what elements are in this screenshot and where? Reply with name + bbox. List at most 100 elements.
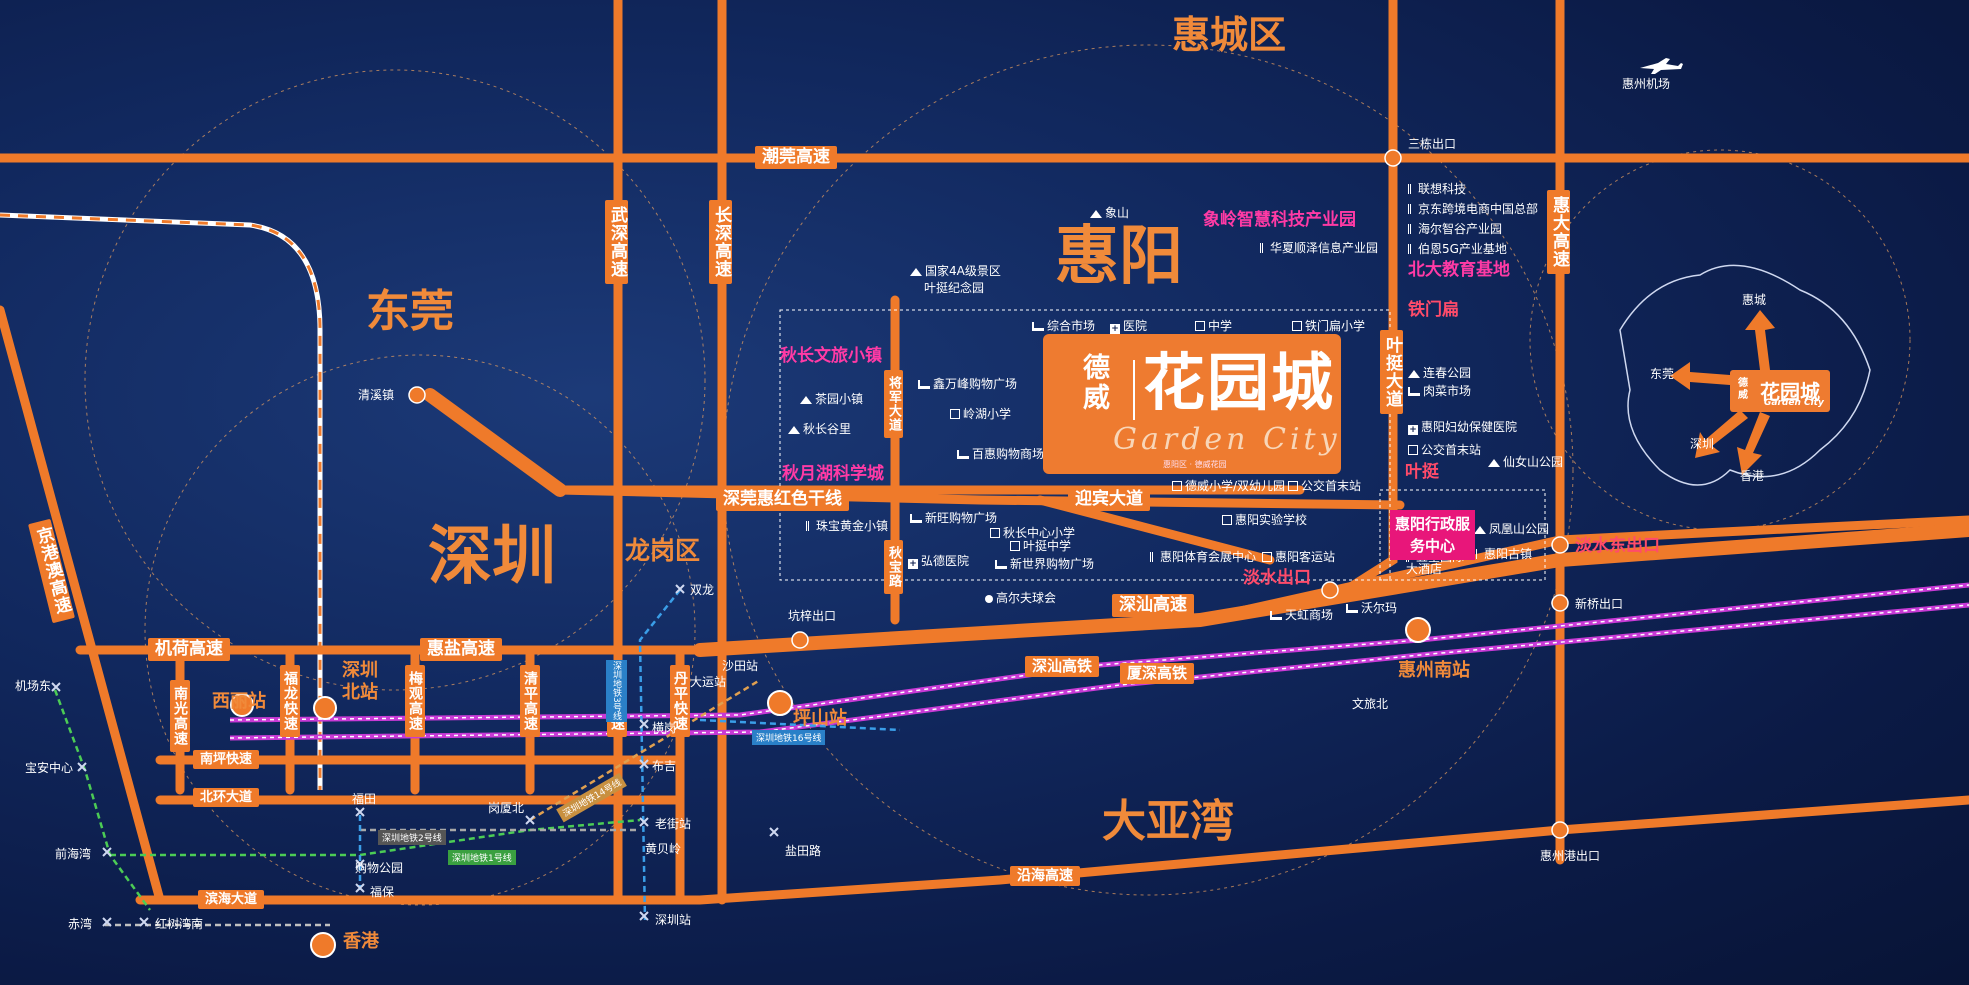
poi-walmart: 沃尔玛: [1346, 602, 1397, 614]
exit-danshuidong-icon: [1551, 536, 1569, 554]
poi-dewei-xx: 德威小学/双幼儿园: [1172, 480, 1285, 492]
building-icon: [1474, 549, 1481, 559]
golf-icon: [985, 595, 993, 603]
road-label-xiashen-hsr: 厦深高铁: [1120, 663, 1195, 684]
metro-shuanglong-icon: [675, 584, 685, 594]
road-label-shenshan-hsr: 深汕高铁: [1025, 656, 1100, 677]
poi-zonghe: 综合市场: [1032, 320, 1095, 332]
road-label-binhai: 滨海大道: [198, 890, 265, 909]
poi-roucai: 肉菜市场: [1408, 385, 1471, 397]
road-yanhai: [135, 795, 1969, 905]
poi-guojia4a: 国家4A级景区: [910, 265, 1001, 277]
school-icon: [1222, 515, 1232, 525]
brand-separator: [1133, 360, 1135, 420]
highlight-qiuchang: 秋长文旅小镇: [780, 346, 882, 366]
building-icon: [1408, 244, 1415, 254]
road-label-yingbin: 迎宾大道: [1068, 488, 1150, 511]
station-yantian: 盐田路: [785, 844, 822, 858]
poi-shiyan: 惠阳实验学校: [1222, 514, 1307, 526]
poi-jd: 京东跨境电商中国总部: [1408, 203, 1538, 215]
station-huizhou-south: 惠州南站: [1398, 660, 1470, 681]
poi-xinwanfeng: 鑫万峰购物广场: [918, 378, 1017, 390]
mountain-icon: [1090, 210, 1102, 218]
school-icon: [1292, 321, 1302, 331]
station-hongkong: 香港: [343, 931, 379, 952]
road-label-nanguang: 南光高速: [170, 680, 190, 752]
station-wenlubei: 文旅北: [1352, 697, 1389, 711]
mountain-icon: [788, 426, 800, 434]
shopping-icon: [1346, 604, 1358, 613]
bus-icon: [1262, 552, 1272, 562]
metro-tag-1: 深圳地铁1号线: [448, 850, 516, 865]
highlight-danshui: 淡水出口: [1243, 568, 1311, 588]
building-icon: [806, 521, 813, 531]
region-dongguan: 东莞: [366, 286, 454, 337]
station-chiwan: 赤湾: [68, 917, 93, 931]
station-dayun: 大运站: [690, 675, 727, 689]
station-pingshan-icon: [767, 690, 793, 716]
station-gangxiabei: 岗厦北: [488, 801, 525, 815]
highlight-danshuidong: 淡水东出口: [1575, 536, 1660, 556]
region-huicheng: 惠城区: [1172, 13, 1287, 57]
bus-icon: [1408, 445, 1418, 455]
gov-service-center: 惠阳行政服务中心: [1390, 510, 1475, 560]
exit-kengzi-icon: [791, 631, 809, 649]
metro-chiwan-icon: [102, 917, 112, 927]
brand-tag: 惠阳区 · 德威花园: [1163, 460, 1227, 469]
inset-dongguan: 东莞: [1650, 367, 1675, 381]
exit-huizhougang: 惠州港出口: [1540, 849, 1601, 863]
poi-yeting-ji: 叶挺纪念园: [924, 281, 985, 295]
station-shenzhen-north: 深圳北站: [342, 660, 378, 703]
hospital-icon: +: [1408, 425, 1418, 435]
poi-boen: 伯恩5G产业基地: [1408, 243, 1507, 255]
park-icon: [1488, 459, 1500, 467]
station-henggang: 横岗: [652, 721, 677, 735]
airport-plane-icon: [1640, 58, 1683, 74]
road-label-qiubao: 秋宝路: [884, 540, 903, 594]
inset-brand-en: Garden City: [1764, 398, 1824, 408]
metro-gouwu-icon: [355, 859, 365, 869]
metro-qianhaiwan-icon: [102, 847, 112, 857]
poi-xiangshan: 象山: [1090, 207, 1129, 219]
road-label-chaoguan: 潮莞高速: [755, 146, 837, 169]
road-label-qingping: 清平高速: [520, 665, 540, 737]
metro-line-1: [110, 818, 641, 857]
highlight-xiangling: 象岭智慧科技产业园: [1203, 210, 1356, 230]
highlight-beida: 北大教育基地: [1408, 260, 1510, 280]
station-qianhaiwan: 前海湾: [55, 847, 92, 861]
poi-hongde: +弘德医院: [908, 554, 970, 569]
highlight-qiuyue: 秋月湖科学城: [782, 464, 884, 484]
metro-tag-3: 深圳地铁3号线: [606, 660, 627, 722]
inset-brand-small: 德威: [1738, 378, 1748, 401]
station-hongshuwan: 红树湾南: [155, 917, 204, 931]
gov-boundary: [1379, 489, 1546, 581]
school-icon: [1010, 541, 1020, 551]
poi-yetingzx: 叶挺中学: [1010, 540, 1071, 552]
development-boundary: [779, 309, 1391, 581]
road-label-huida: 惠大高速: [1547, 190, 1570, 274]
road-label-jihe: 机荷高速: [148, 638, 230, 661]
road-label-fulong: 福龙快速: [280, 665, 300, 737]
poi-huaxia: 华夏顺泽信息产业园: [1260, 242, 1378, 254]
school-icon: [1195, 321, 1205, 331]
building-icon: [1260, 243, 1267, 253]
park-icon: [1408, 370, 1420, 378]
inset-brand-box: 德威 花园城 Garden City: [1730, 370, 1830, 412]
station-laojie: 老街站: [655, 817, 692, 831]
shopping-icon: [1270, 611, 1282, 620]
metro-futian-icon: [355, 807, 365, 817]
market-icon: [1032, 322, 1044, 331]
road-jingganghao: [0, 305, 165, 905]
station-shuanglong: 双龙: [690, 583, 715, 597]
hospital-icon: +: [908, 559, 918, 569]
inset-arrow-dongguan: [1670, 362, 1730, 390]
bus-icon: [1288, 481, 1298, 491]
road-label-meiguan: 梅观高速: [405, 665, 425, 737]
road-label-huiyan: 惠盐高速: [420, 638, 502, 661]
road-qingxi: [423, 388, 567, 497]
station-hongkong-icon: [310, 932, 336, 958]
inset-arrow-shenzhen: [1695, 410, 1748, 458]
road-label-changshen: 长深高速: [709, 200, 732, 284]
park-icon: [1474, 526, 1486, 534]
